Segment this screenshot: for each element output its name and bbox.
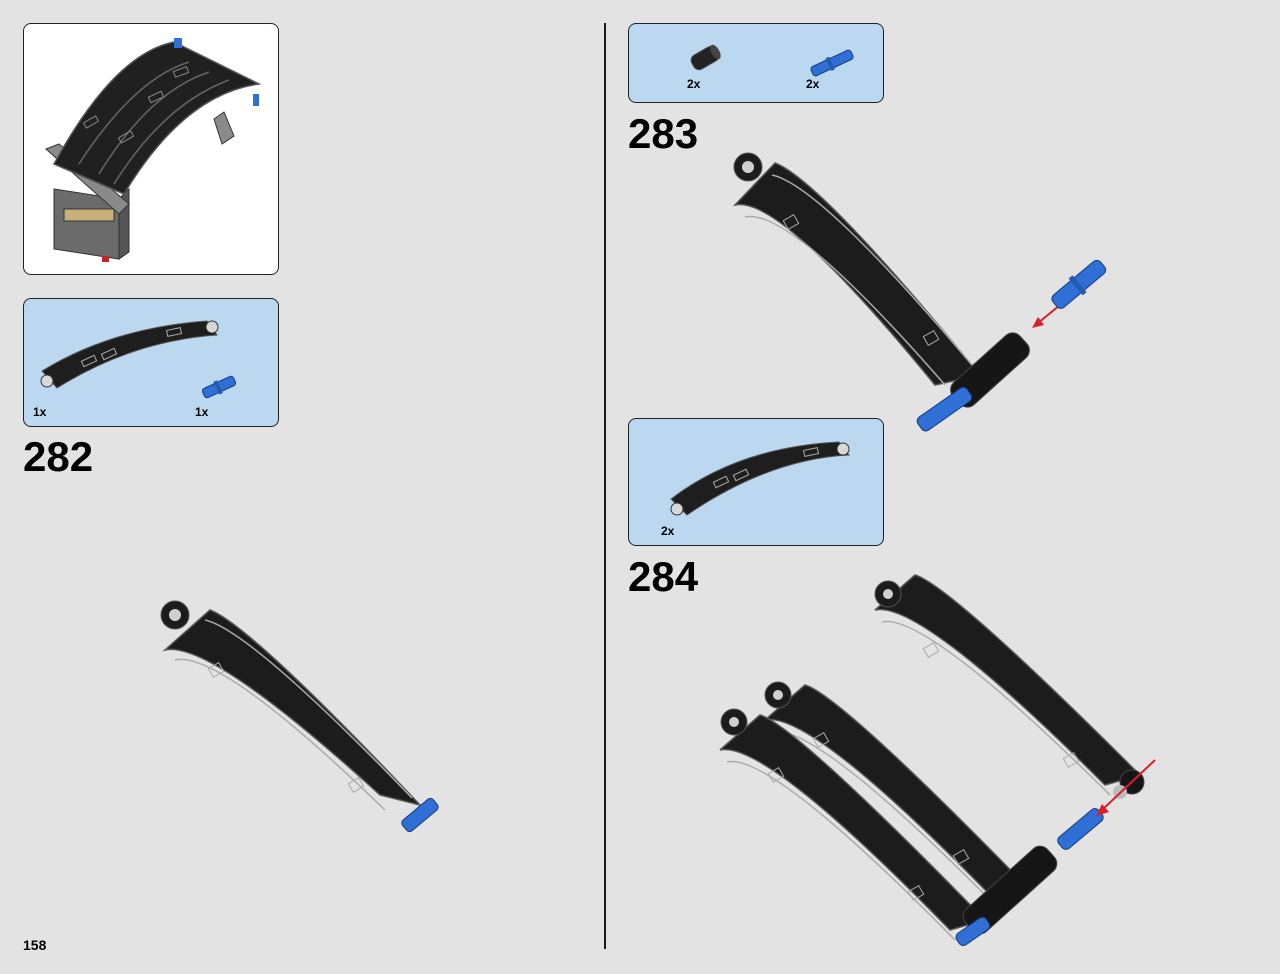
parts-list-panel: 1x 1x — [23, 298, 279, 427]
part-quantity: 1x — [33, 405, 47, 419]
part-quantity: 2x — [687, 77, 701, 91]
parts-list-panel: 2x 2x — [628, 23, 884, 103]
curved-panel-icon — [670, 441, 850, 516]
page-divider — [604, 23, 606, 949]
step-number: 283 — [628, 110, 699, 157]
part-quantity: 1x — [195, 405, 209, 419]
blue-pin-icon — [810, 49, 854, 77]
blue-pin-icon — [201, 375, 237, 399]
page-number: 158 — [23, 937, 47, 953]
parts-list-panel: 2x — [628, 418, 884, 546]
part-quantity: 2x — [661, 524, 675, 538]
assembly-illustration — [160, 600, 439, 833]
black-bush-icon — [690, 44, 721, 71]
part-quantity: 2x — [806, 77, 820, 91]
curved-panel-icon — [40, 320, 219, 389]
step-number: 282 — [23, 433, 94, 480]
assembly-illustration — [732, 152, 1107, 432]
assembly-illustration — [719, 574, 1156, 947]
step-number: 284 — [628, 553, 699, 600]
submodel-preview — [23, 23, 279, 275]
assembled-frame-icon — [45, 38, 262, 262]
